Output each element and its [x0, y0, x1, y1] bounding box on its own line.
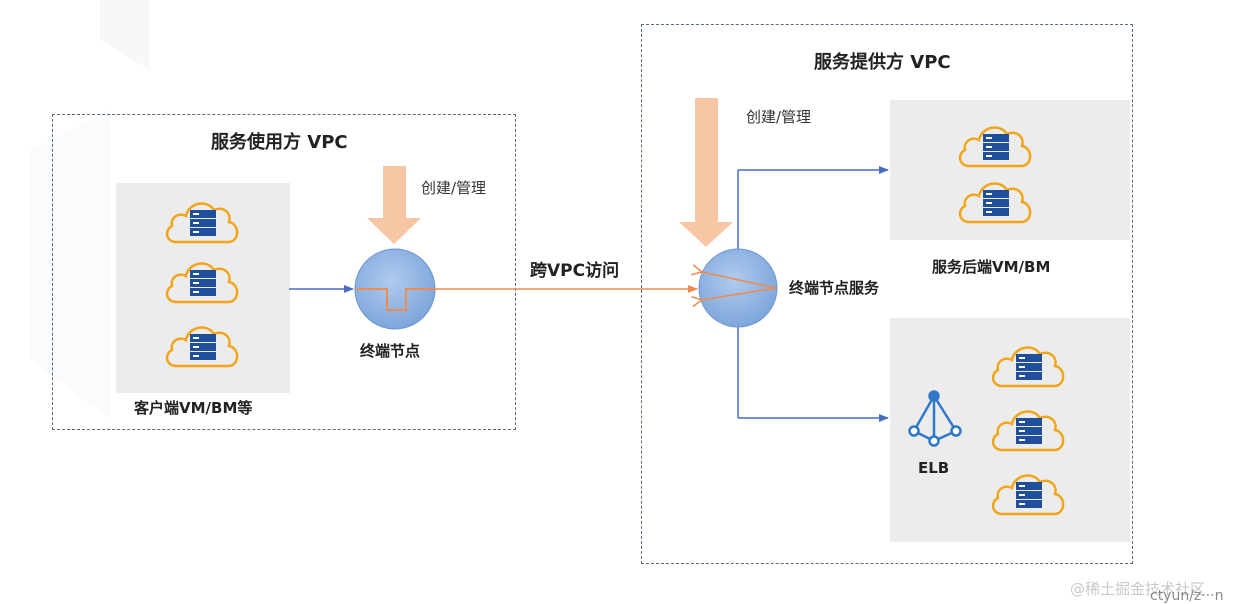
watermark-text: @稀土掘金技术社区 — [1070, 580, 1206, 598]
endpoint-service-label: 终端节点服务 — [789, 279, 880, 297]
elb-icon — [908, 390, 962, 447]
client-group-label: 客户端VM/BM等 — [134, 399, 253, 417]
client-vm-cloud-server-icon[interactable] — [162, 256, 242, 306]
provider-manage-arrow — [679, 98, 733, 247]
client-vm-cloud-server-icon[interactable] — [162, 196, 242, 246]
elb-backend-vm-cloud-server-icon[interactable] — [988, 340, 1068, 390]
consumer-vpc-boundary — [52, 114, 516, 430]
elb-backend-vm-cloud-server-icon[interactable] — [988, 468, 1068, 518]
consumer-manage-label: 创建/管理 — [421, 179, 487, 197]
elb-panel[interactable] — [890, 318, 1130, 542]
backend-panel[interactable] — [890, 100, 1130, 240]
elb-backend-vm-cloud-server-icon[interactable] — [988, 404, 1068, 454]
backend-vm-cloud-server-icon[interactable] — [955, 176, 1035, 226]
backend-vm-cloud-server-icon[interactable] — [955, 120, 1035, 170]
provider-vpc-boundary — [641, 24, 1133, 564]
endpoint-service-icon — [698, 248, 778, 328]
endpoint-node-path — [356, 288, 435, 311]
provider-vpc-title: 服务提供方 VPC — [814, 52, 951, 73]
cross-vpc-label: 跨VPC访问 — [530, 261, 620, 281]
backend-group-label: 服务后端VM/BM — [932, 258, 1051, 276]
client-vm-cloud-server-icon[interactable] — [162, 320, 242, 370]
provider-manage-label: 创建/管理 — [746, 108, 812, 126]
consumer-manage-arrow — [367, 166, 421, 244]
elb-label: ELB — [918, 459, 950, 477]
endpoint-label: 终端节点 — [360, 342, 421, 360]
watermark-subtext: ctyun/z···n — [1150, 588, 1224, 604]
consumer-vpc-title: 服务使用方 VPC — [211, 132, 348, 153]
